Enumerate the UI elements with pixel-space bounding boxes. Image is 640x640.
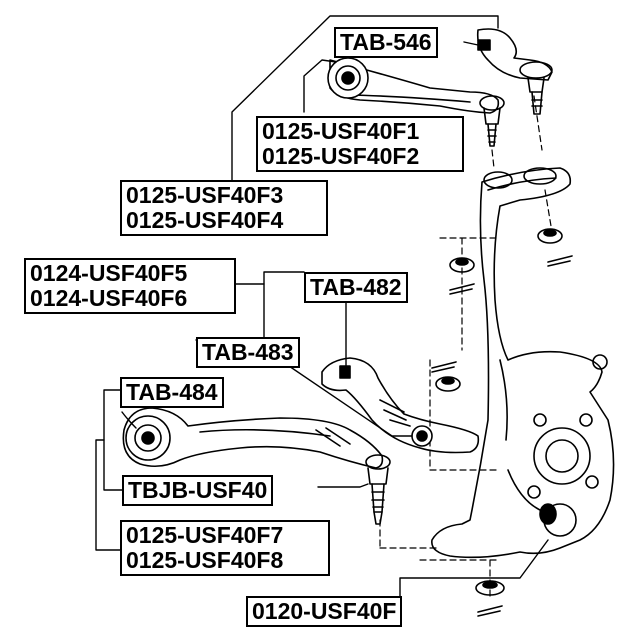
assembly-centerlines — [379, 95, 553, 601]
label-tbjb-usf40: TBJB-USF40 — [122, 475, 274, 506]
upper-control-arm — [327, 57, 500, 114]
lower-ball-joint — [365, 454, 391, 525]
label-0125-usf40f8: 0125-USF40F8 — [126, 547, 284, 573]
lower-rear-arm — [321, 357, 480, 454]
label-0125-usf40f7: 0125-USF40F7 — [126, 522, 284, 548]
label-0125-usf40f2: 0125-USF40F2 — [262, 143, 420, 169]
label-group-lower-arm-f5-f6: 0124-USF40F5 0124-USF40F6 — [24, 258, 236, 314]
label-0124-usf40f6: 0124-USF40F6 — [30, 285, 188, 311]
label-tab-483: TAB-483 — [196, 337, 300, 368]
label-group-upper-arm-f3-f4: 0125-USF40F3 0125-USF40F4 — [120, 180, 328, 236]
steering-knuckle — [431, 167, 615, 559]
label-tab-546: TAB-546 — [334, 27, 438, 58]
label-group-upper-arm-f1-f2: 0125-USF40F1 0125-USF40F2 — [256, 116, 464, 172]
label-0120-usf40f: 0120-USF40F — [246, 596, 403, 627]
label-0125-usf40f1: 0125-USF40F1 — [262, 118, 420, 144]
label-tab-482: TAB-482 — [304, 272, 408, 303]
nuts-and-pins — [431, 228, 573, 617]
label-0124-usf40f5: 0124-USF40F5 — [30, 260, 188, 286]
label-0125-usf40f3: 0125-USF40F3 — [126, 182, 284, 208]
label-0125-usf40f4: 0125-USF40F4 — [126, 207, 284, 233]
upper-ball-joint — [479, 95, 505, 147]
lower-front-arm — [122, 407, 384, 469]
upper-bushing-mount — [476, 28, 553, 115]
label-group-front-arm-f7-f8: 0125-USF40F7 0125-USF40F8 — [120, 520, 330, 576]
label-tab-484: TAB-484 — [120, 377, 224, 408]
